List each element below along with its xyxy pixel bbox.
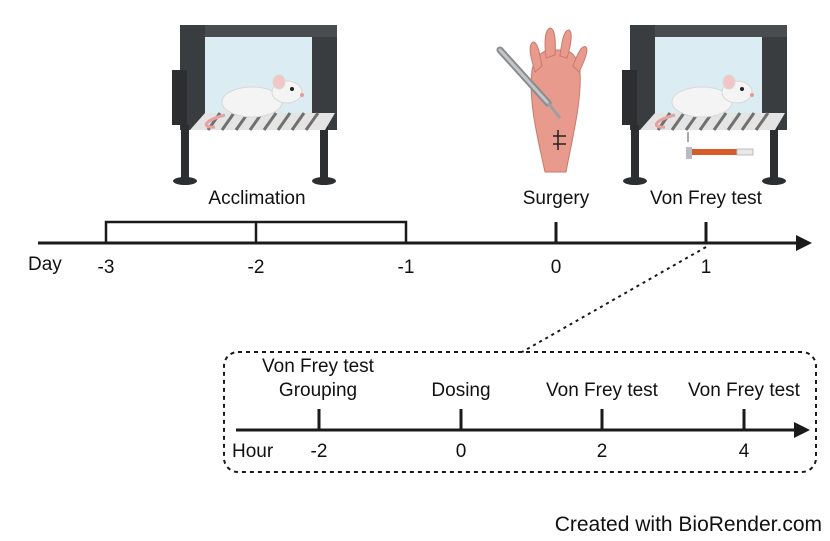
hour-tick-label: -2 bbox=[310, 441, 328, 462]
day-tick-label: -1 bbox=[397, 257, 415, 278]
hour-2-event: Von Frey test bbox=[546, 380, 658, 401]
day-tick-label: -2 bbox=[247, 257, 265, 278]
day-tick-label: -3 bbox=[97, 257, 115, 278]
day-timeline bbox=[38, 220, 812, 251]
acclimation-chamber-illustration bbox=[172, 25, 337, 185]
day-tick-label: 0 bbox=[550, 257, 562, 278]
day-axis-label: Day bbox=[28, 254, 62, 275]
hour-0-event: Dosing bbox=[431, 380, 491, 401]
hour-minus2-event-line2: Grouping bbox=[278, 380, 358, 401]
hour-tick-label: 0 bbox=[455, 441, 467, 462]
hour-4-event: Von Frey test bbox=[688, 380, 800, 401]
von-frey-chamber-illustration bbox=[622, 25, 787, 185]
zoom-connector bbox=[521, 246, 707, 353]
hour-minus2-event-line1: Von Frey test bbox=[262, 356, 374, 377]
hour-axis-label: Hour bbox=[232, 441, 274, 462]
hour-tick-label: 4 bbox=[738, 441, 750, 462]
biorender-credit: Created with BioRender.com bbox=[554, 513, 822, 536]
hour-detail-box bbox=[223, 351, 817, 473]
day-tick-label: 1 bbox=[700, 257, 712, 278]
acclimation-label: Acclimation bbox=[208, 188, 306, 209]
hour-timeline bbox=[223, 351, 817, 473]
von-frey-day1-label: Von Frey test bbox=[650, 188, 762, 209]
surgery-paw-illustration bbox=[496, 27, 588, 173]
hour-tick-label: 2 bbox=[596, 441, 608, 462]
surgery-label: Surgery bbox=[522, 188, 590, 209]
